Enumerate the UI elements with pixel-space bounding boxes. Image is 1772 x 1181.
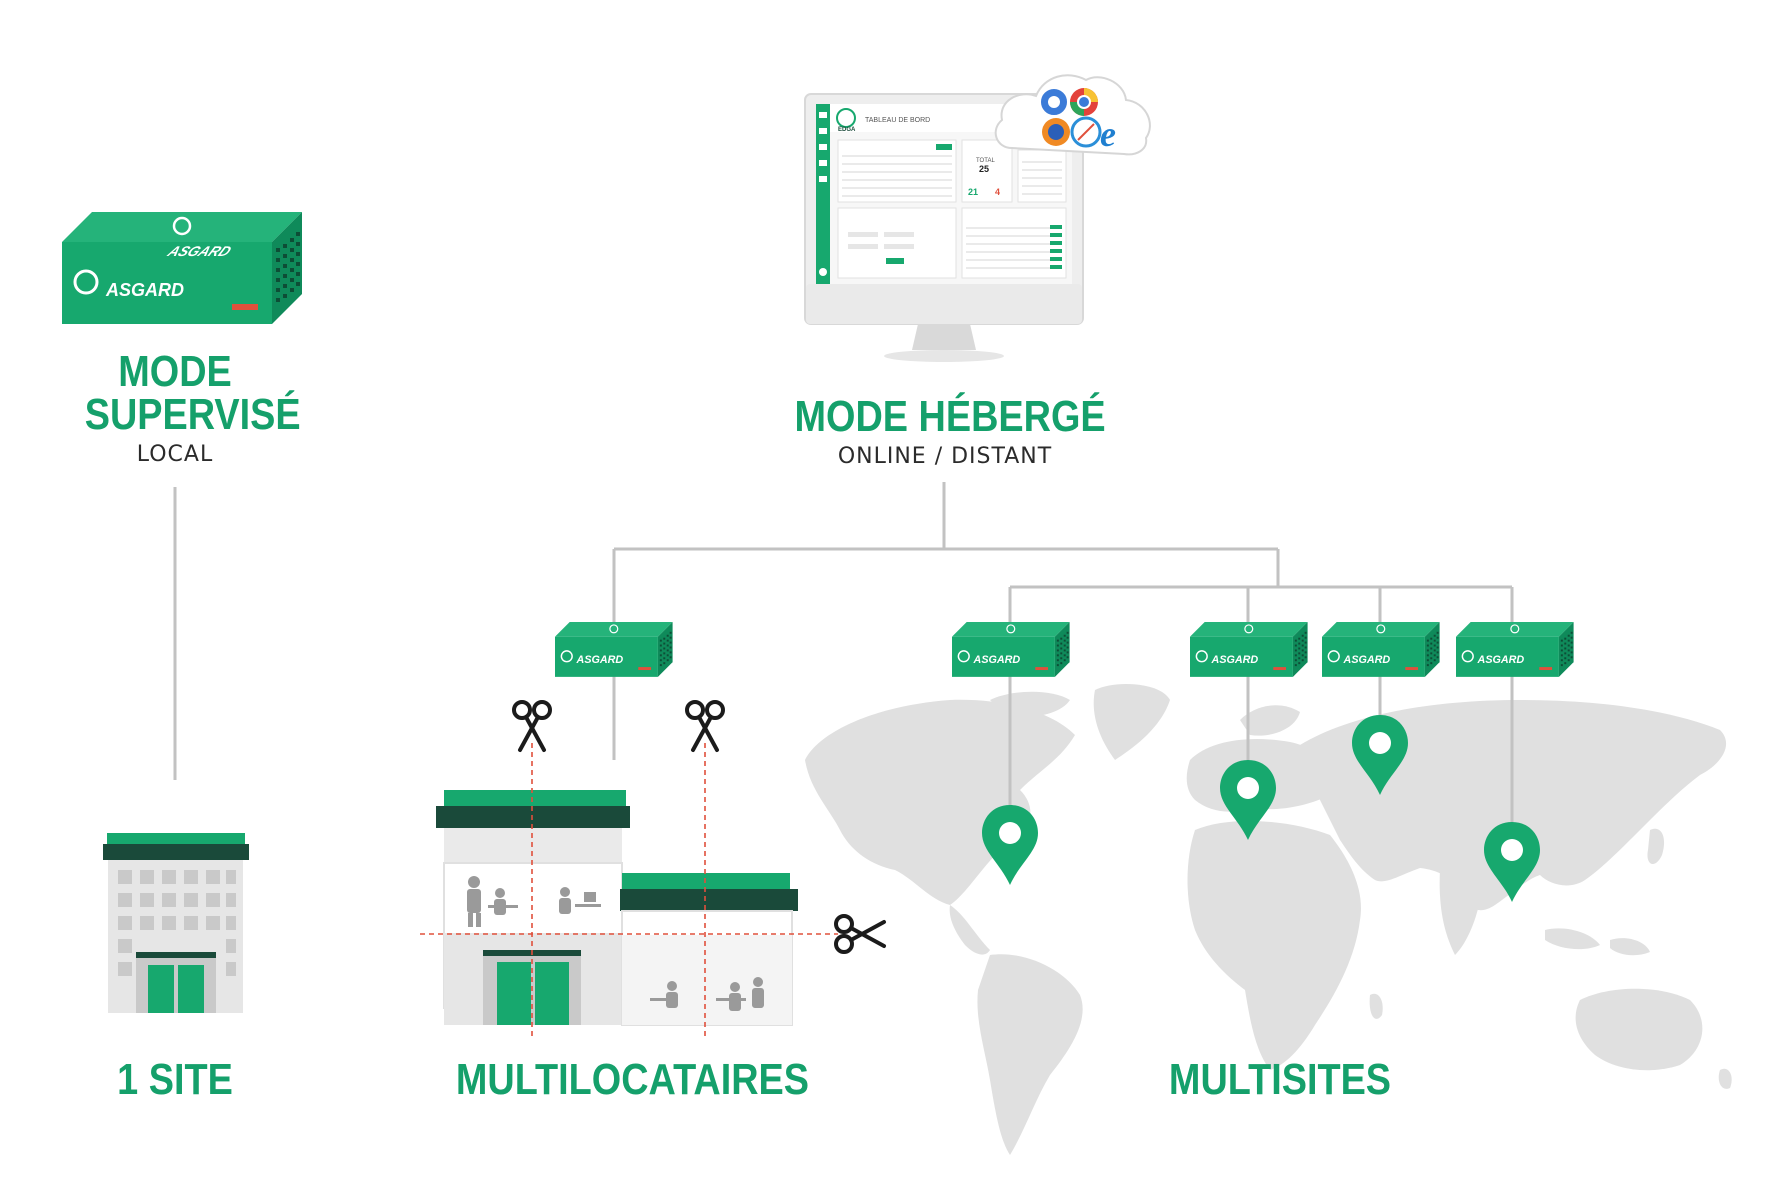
scissors-icon: [685, 700, 725, 752]
stat-ok: 21: [968, 187, 978, 197]
office-people: [467, 876, 764, 1011]
single-site-label: 1 SITE: [117, 1055, 233, 1104]
supervised-mode-subtitle: LOCAL: [136, 442, 214, 467]
connector-lines: [173, 482, 1514, 840]
svg-text:ASGARD: ASGARD: [576, 654, 624, 666]
multitenant-label: MULTILOCATAIRES: [455, 1055, 810, 1104]
browser-icon: [1042, 118, 1070, 146]
supervised-mode-title: MODE SUPERVISÉ: [84, 347, 301, 439]
total-label: TOTAL: [976, 158, 995, 164]
hosted-dashboard-monitor: EDGA TABLEAU DE BORD TOTAL 25 21 4: [804, 93, 1084, 362]
browser-icon: [1070, 116, 1102, 148]
cloud-icon: [994, 74, 1151, 156]
hosted-mode-title: MODE HÉBERGÉ: [794, 392, 1106, 441]
svg-text:ASGARD: ASGARD: [1343, 654, 1391, 666]
scissors-icon: [834, 914, 886, 954]
svg-text:ASGARD: ASGARD: [1211, 654, 1259, 666]
hosted-mode-subtitle: ONLINE / DISTANT: [837, 444, 1053, 469]
stat-alert: 4: [995, 187, 1000, 197]
multitenant-building: [420, 743, 838, 1040]
asgard-device-site-1: ASGARD: [951, 621, 1071, 678]
supervised-title-line1: MODE: [118, 347, 232, 396]
asgard-device-site-3: ASGARD: [1321, 621, 1441, 678]
asgard-device-site-2: ASGARD: [1189, 621, 1309, 678]
browser-icon: [1070, 88, 1098, 116]
dashboard-logo: EDGA: [838, 127, 856, 133]
browser-icon: e: [1100, 114, 1116, 154]
single-site-building: [103, 833, 249, 1013]
asgard-device-tenant: ASGARD: [554, 621, 674, 678]
browser-icon: [1039, 87, 1069, 117]
asgard-device-large: ASGARD ASGARD: [60, 210, 304, 326]
asgard-device-site-4: ASGARD: [1455, 621, 1575, 678]
svg-text:e: e: [1100, 114, 1116, 154]
supervised-title-line2: SUPERVISÉ: [84, 390, 301, 439]
map-pin-icon: [982, 805, 1038, 885]
svg-text:ASGARD: ASGARD: [1477, 654, 1525, 666]
dashboard-header: TABLEAU DE BORD: [865, 117, 930, 124]
total-value: 25: [979, 164, 989, 174]
tenant-cut-lines: [420, 743, 838, 1040]
multisite-label: MULTISITES: [1168, 1055, 1392, 1104]
scissors-icon: [512, 700, 552, 752]
svg-text:ASGARD: ASGARD: [973, 654, 1021, 666]
device-brand-top: ASGARD: [164, 244, 235, 260]
device-brand: ASGARD: [105, 280, 184, 300]
